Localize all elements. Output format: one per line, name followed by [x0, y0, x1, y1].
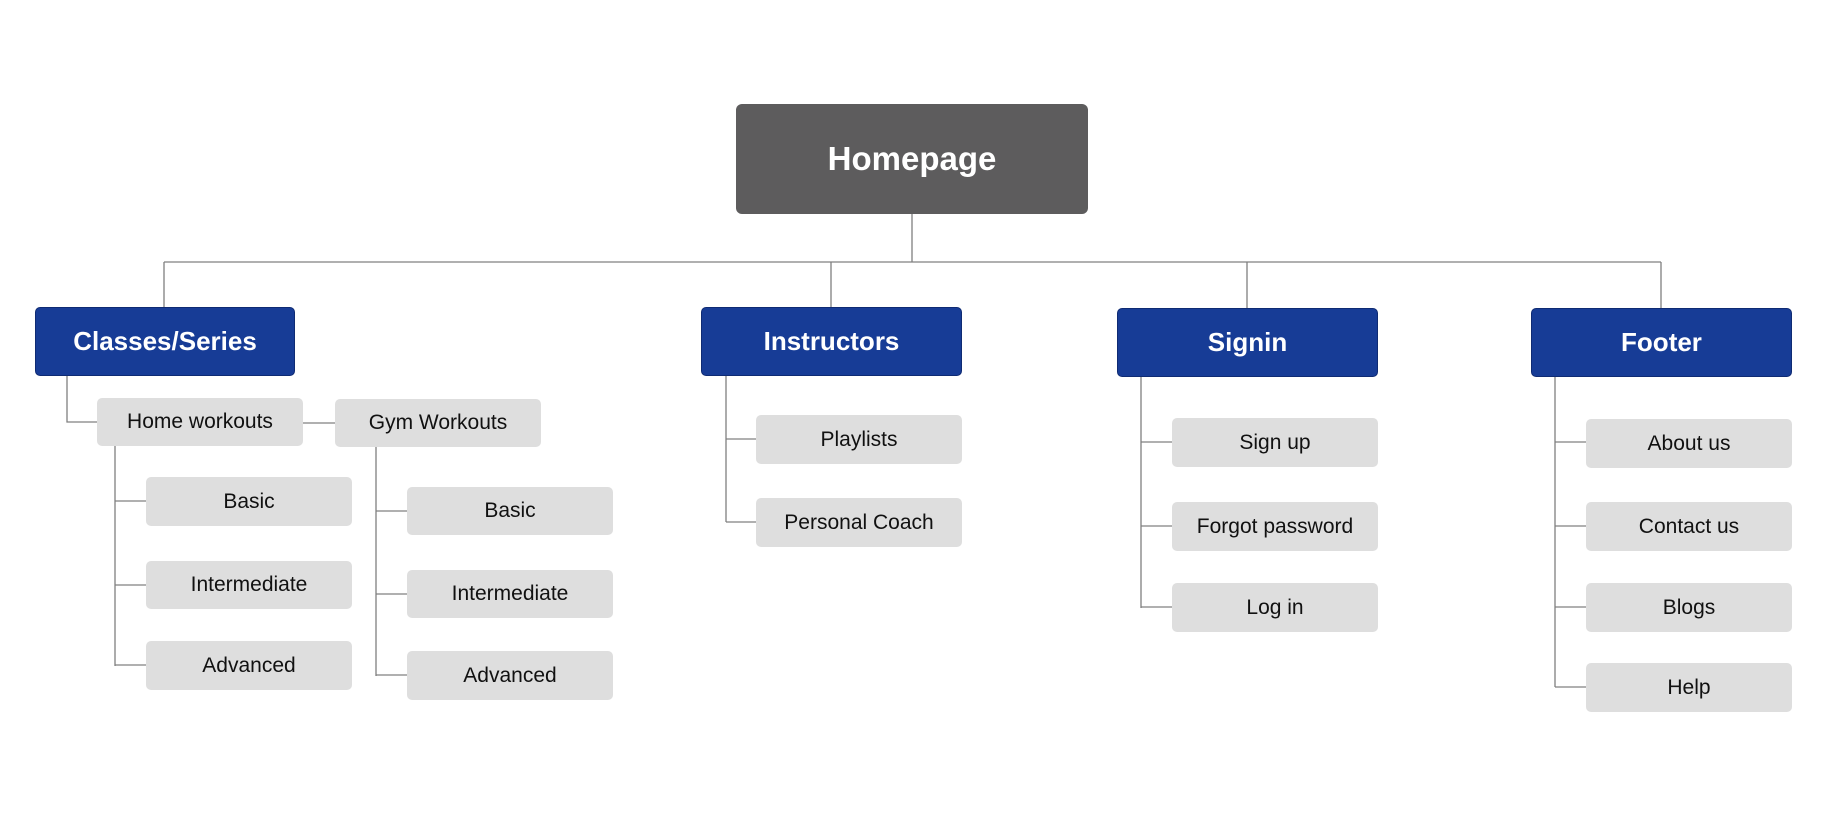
forgot-password-node: Forgot password [1172, 502, 1378, 551]
gym-workouts-node: Gym Workouts [335, 399, 541, 447]
home-basic-node: Basic [146, 477, 352, 526]
home-advanced-node: Advanced [146, 641, 352, 690]
classes-series-node: Classes/Series [35, 307, 295, 376]
gym-intermediate-node: Intermediate [407, 570, 613, 618]
home-intermediate-node: Intermediate [146, 561, 352, 609]
sign-up-node: Sign up [1172, 418, 1378, 467]
log-in-node: Log in [1172, 583, 1378, 632]
playlists-node: Playlists [756, 415, 962, 464]
footer-node: Footer [1531, 308, 1792, 377]
about-us-node: About us [1586, 419, 1792, 468]
signin-node: Signin [1117, 308, 1378, 377]
personal-coach-node: Personal Coach [756, 498, 962, 547]
help-node: Help [1586, 663, 1792, 712]
gym-advanced-node: Advanced [407, 651, 613, 700]
blogs-node: Blogs [1586, 583, 1792, 632]
contact-us-node: Contact us [1586, 502, 1792, 551]
home-workouts-node: Home workouts [97, 398, 303, 446]
gym-basic-node: Basic [407, 487, 613, 535]
homepage-node: Homepage [736, 104, 1088, 214]
instructors-node: Instructors [701, 307, 962, 376]
